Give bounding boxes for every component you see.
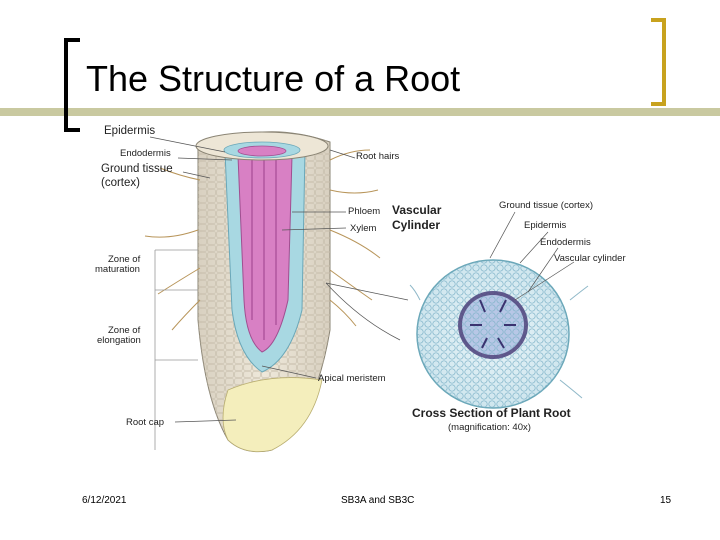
label-cs-vascular-cylinder: Vascular cylinder xyxy=(554,253,626,264)
label-zone-maturation-2: maturation xyxy=(95,264,140,275)
cross-section-diagram xyxy=(409,259,589,409)
leader-lines xyxy=(149,136,409,423)
label-zone-elongation-1: Zone of xyxy=(108,325,141,336)
label-vascular: Vascular xyxy=(392,203,442,217)
label-ground-tissue-cortex: (cortex) xyxy=(101,177,140,189)
right-bracket xyxy=(651,18,666,106)
cross-section-magnification: (magnification: 40x) xyxy=(448,422,531,433)
title-bar xyxy=(0,108,720,116)
label-zone-maturation-1: Zone of xyxy=(108,254,141,265)
label-cs-epidermis: Epidermis xyxy=(524,220,567,231)
footer-page-number: 15 xyxy=(660,495,672,506)
label-phloem: Phloem xyxy=(348,206,381,217)
label-cylinder: Cylinder xyxy=(392,218,441,232)
label-zone-elongation-2: elongation xyxy=(97,335,141,346)
label-ground-tissue: Ground tissue xyxy=(101,163,173,175)
zone-lines xyxy=(154,249,198,450)
label-root-hairs: Root hairs xyxy=(356,151,400,162)
root-diagram xyxy=(144,131,381,453)
cross-section-title: Cross Section of Plant Root xyxy=(412,406,571,420)
label-root-cap: Root cap xyxy=(126,417,165,428)
left-bracket xyxy=(64,38,80,132)
label-xylem: Xylem xyxy=(350,223,377,234)
slide-title: The Structure of a Root xyxy=(86,58,461,99)
label-endodermis: Endodermis xyxy=(120,148,171,159)
label-cs-endodermis: Endodermis xyxy=(540,237,591,248)
label-cs-ground-tissue: Ground tissue (cortex) xyxy=(499,200,593,211)
label-apical-meristem: Apical meristem xyxy=(318,373,386,384)
footer-date: 6/12/2021 xyxy=(82,495,127,506)
label-epidermis: Epidermis xyxy=(104,125,156,137)
footer-course: SB3A and SB3C xyxy=(341,495,415,506)
cross-leaders xyxy=(489,211,575,301)
